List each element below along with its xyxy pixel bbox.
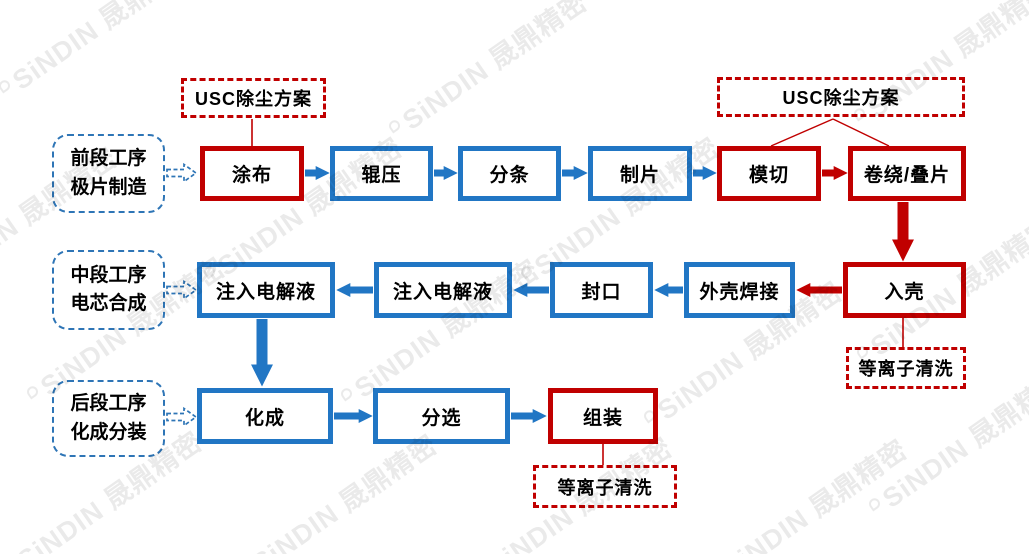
process-sealing: 封口: [550, 262, 653, 318]
plasma-cleaning-label-1: 等离子清洗: [846, 347, 966, 389]
connector-usc2-winding: [832, 118, 890, 147]
watermark-text: SiNDIN 晟鼎精密: [380, 0, 594, 147]
stage-front-line1: 前段工序: [70, 148, 147, 169]
process-casing: 入壳: [843, 262, 966, 318]
dashed-arrow-front-stage: [166, 162, 198, 184]
stage-front-section: 前段工序 极片制造: [52, 134, 165, 213]
dashed-arrow-middle-stage: [166, 279, 198, 301]
process-inject-electrolyte-2: 注入电解液: [374, 262, 512, 318]
watermark-text: SiNDIN 晟鼎精密: [0, 0, 204, 107]
process-rolling: 辊压: [330, 146, 433, 201]
process-assembly: 组装: [548, 388, 658, 444]
process-die-cutting: 模切: [717, 146, 821, 201]
plasma-cleaning-label-2: 等离子清洗: [533, 465, 677, 508]
dashed-arrow-back-stage: [166, 406, 198, 428]
stage-back-section: 后段工序 化成分装: [52, 380, 165, 457]
usc-dust-removal-label-1: USC除尘方案: [181, 78, 326, 118]
watermark-text: SiNDIN 晟鼎精密: [700, 428, 914, 554]
connector-usc2-diecutting: [770, 118, 834, 147]
process-inject-electrolyte-1: 注入电解液: [197, 262, 335, 318]
process-sheeting: 制片: [588, 146, 692, 201]
stage-front-line2: 极片制造: [70, 176, 147, 198]
process-shell-welding: 外壳焊接: [684, 262, 795, 318]
process-slitting: 分条: [458, 146, 561, 201]
usc-dust-removal-label-2: USC除尘方案: [717, 77, 965, 117]
stage-middle-section: 中段工序 电芯合成: [52, 250, 165, 330]
process-formation: 化成: [197, 388, 333, 444]
stage-middle-line1: 中段工序: [70, 264, 147, 286]
process-sorting: 分选: [373, 388, 510, 444]
stage-back-line2: 化成分装: [70, 421, 147, 443]
process-coating: 涂布: [200, 146, 304, 201]
process-winding-stacking: 卷绕/叠片: [848, 146, 966, 201]
stage-middle-line2: 电芯合成: [70, 293, 147, 314]
stage-back-line1: 后段工序: [70, 393, 147, 414]
